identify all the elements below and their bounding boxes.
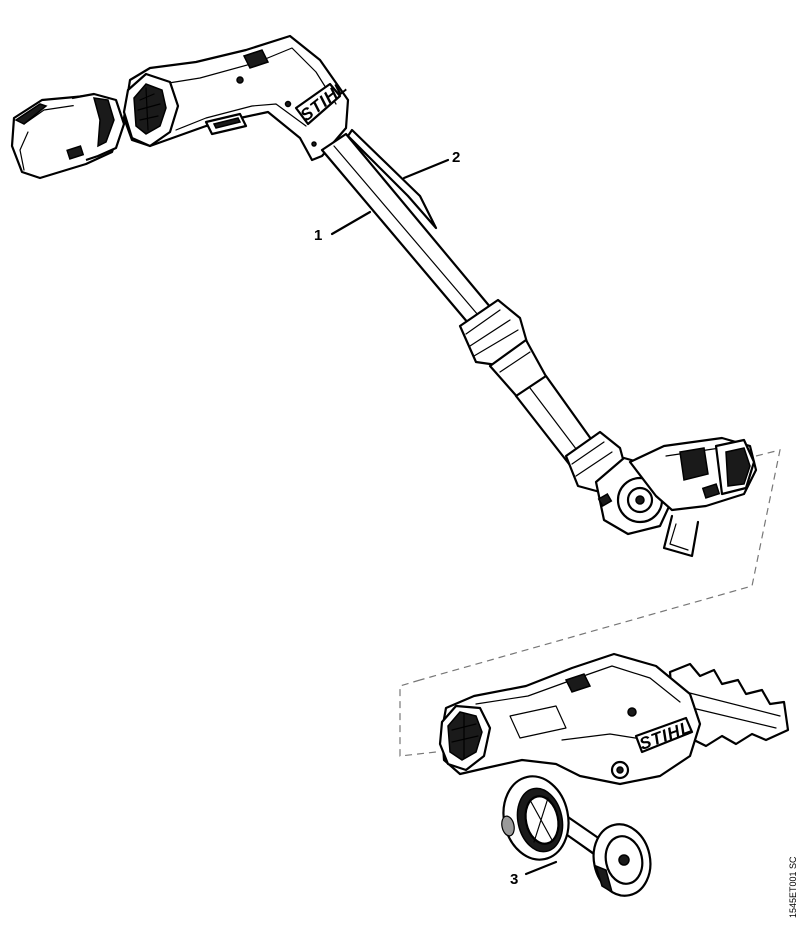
- callout-leaders: [330, 128, 558, 876]
- shrub-shear-unit: [438, 652, 790, 786]
- callout-1: 1: [314, 227, 322, 244]
- battery-pack: [10, 92, 126, 180]
- wheel-kit: [501, 775, 652, 897]
- callout-2: 2: [452, 149, 460, 166]
- drawing-code: 1545ET001 SC: [788, 856, 798, 918]
- handle-housing: [122, 34, 350, 162]
- callout-3: 3: [510, 871, 518, 888]
- telescopic-shaft: [320, 132, 628, 494]
- assembly-connection-dashes: [399, 449, 781, 757]
- articulating-head: [594, 436, 758, 558]
